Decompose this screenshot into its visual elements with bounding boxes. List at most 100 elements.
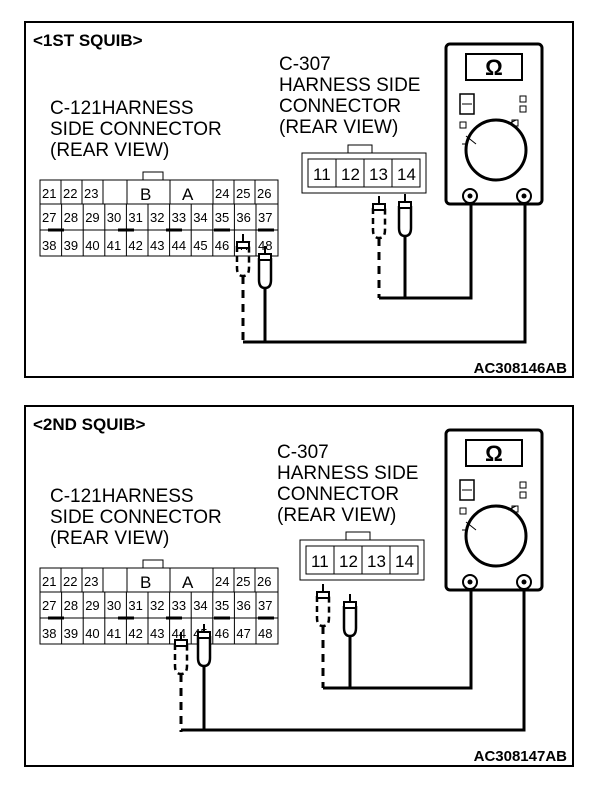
pin-11: 11 bbox=[311, 552, 329, 571]
pin-41: 41 bbox=[107, 626, 121, 641]
pin-a: A bbox=[182, 573, 194, 592]
pin-13: 13 bbox=[367, 552, 386, 571]
pin-47: 47 bbox=[236, 626, 250, 641]
probe-c307-pin12 bbox=[342, 592, 358, 638]
pin-46: 46 bbox=[215, 238, 229, 253]
c307-label-line1: C-307 bbox=[277, 442, 329, 463]
pin-29: 29 bbox=[85, 210, 99, 225]
c121-label-line1: C-121HARNESS bbox=[50, 98, 194, 119]
pin-27: 27 bbox=[42, 598, 56, 613]
pin-25: 25 bbox=[236, 186, 250, 201]
pin-46: 46 bbox=[215, 626, 229, 641]
figure-code: AC308146AB bbox=[474, 360, 568, 377]
pin-37: 37 bbox=[258, 598, 272, 613]
pin-45: 45 bbox=[193, 238, 207, 253]
pin-28: 28 bbox=[64, 210, 78, 225]
ohm-symbol: Ω bbox=[485, 55, 503, 80]
pin-21: 21 bbox=[42, 186, 56, 201]
pin-41: 41 bbox=[107, 238, 121, 253]
c307-label-line4: (REAR VIEW) bbox=[277, 505, 396, 526]
pin-32: 32 bbox=[150, 210, 164, 225]
pin-23: 23 bbox=[84, 186, 98, 201]
lead-to-meter-left bbox=[379, 202, 473, 300]
c307-label-line1: C-307 bbox=[279, 54, 331, 75]
pin-24: 24 bbox=[215, 186, 229, 201]
c121-pins: 21 22 23 B A 24 25 26 27 28 29 30 31 32 … bbox=[42, 573, 272, 641]
pin-44: 44 bbox=[172, 626, 186, 641]
c307-connector: 11 12 13 14 bbox=[299, 531, 425, 581]
pin-33: 33 bbox=[172, 210, 186, 225]
probe-c307-pin11 bbox=[315, 582, 331, 688]
pin-11: 11 bbox=[313, 165, 331, 184]
pin-31: 31 bbox=[128, 598, 142, 613]
pin-21: 21 bbox=[42, 574, 56, 589]
pin-25: 25 bbox=[236, 574, 250, 589]
c307-label-line2: HARNESS SIDE bbox=[277, 463, 418, 484]
pin-40: 40 bbox=[85, 626, 99, 641]
pin-36: 36 bbox=[236, 598, 250, 613]
c121-label-line3: (REAR VIEW) bbox=[50, 140, 169, 161]
c307-label-line3: CONNECTOR bbox=[279, 96, 401, 117]
pin-42: 42 bbox=[128, 626, 142, 641]
pin-a: A bbox=[182, 185, 194, 204]
c121-label-line2: SIDE CONNECTOR bbox=[50, 119, 222, 140]
probe-c307-pin14 bbox=[397, 192, 413, 238]
pin-22: 22 bbox=[63, 186, 77, 201]
pin-38: 38 bbox=[42, 238, 56, 253]
pin-42: 42 bbox=[128, 238, 142, 253]
pin-35: 35 bbox=[215, 210, 229, 225]
ohm-symbol: Ω bbox=[485, 441, 503, 466]
probe-c307-pin13 bbox=[371, 194, 387, 298]
panel-title: <1ST SQUIB> bbox=[33, 31, 143, 50]
pin-30: 30 bbox=[107, 598, 121, 613]
ohmmeter: Ω bbox=[444, 428, 544, 592]
panel-title: <2ND SQUIB> bbox=[33, 415, 145, 434]
ohmmeter: Ω bbox=[444, 42, 544, 206]
panel-frame bbox=[24, 405, 574, 767]
pin-34: 34 bbox=[193, 210, 207, 225]
pin-39: 39 bbox=[64, 626, 78, 641]
pin-27: 27 bbox=[42, 210, 56, 225]
pin-29: 29 bbox=[85, 598, 99, 613]
pin-28: 28 bbox=[64, 598, 78, 613]
pin-39: 39 bbox=[64, 238, 78, 253]
pin-48: 48 bbox=[258, 238, 272, 253]
pin-36: 36 bbox=[236, 210, 250, 225]
c307-label-line4: (REAR VIEW) bbox=[279, 117, 398, 138]
c121-label-line2: SIDE CONNECTOR bbox=[50, 507, 222, 528]
pin-14: 14 bbox=[397, 165, 416, 184]
probe-c121-pin33 bbox=[173, 630, 189, 732]
panel-frame bbox=[24, 21, 574, 378]
pin-44: 44 bbox=[172, 238, 186, 253]
pin-22: 22 bbox=[63, 574, 77, 589]
panel-2nd-squib: <2ND SQUIB> C-121HARNESS SIDE CONNECTOR … bbox=[24, 405, 574, 767]
pin-b: B bbox=[140, 573, 151, 592]
c121-label-line3: (REAR VIEW) bbox=[50, 528, 169, 549]
pin-12: 12 bbox=[339, 552, 358, 571]
pin-26: 26 bbox=[257, 186, 271, 201]
pin-24: 24 bbox=[215, 574, 229, 589]
pin-43: 43 bbox=[150, 238, 164, 253]
c121-label-line1: C-121HARNESS bbox=[50, 486, 194, 507]
pin-48: 48 bbox=[258, 626, 272, 641]
panel-1st-squib: <1ST SQUIB> C-121HARNESS SIDE CONNECTOR … bbox=[24, 21, 574, 378]
figure-code: AC308147AB bbox=[474, 748, 568, 765]
pin-32: 32 bbox=[150, 598, 164, 613]
pin-40: 40 bbox=[85, 238, 99, 253]
pin-b: B bbox=[140, 185, 151, 204]
pin-31: 31 bbox=[128, 210, 142, 225]
c307-label-line2: HARNESS SIDE bbox=[279, 75, 420, 96]
c307-label-line3: CONNECTOR bbox=[277, 484, 399, 505]
pin-26: 26 bbox=[257, 574, 271, 589]
lead-to-meter-left bbox=[323, 588, 473, 690]
pin-38: 38 bbox=[42, 626, 56, 641]
pin-37: 37 bbox=[258, 210, 272, 225]
pin-43: 43 bbox=[150, 626, 164, 641]
pin-23: 23 bbox=[84, 574, 98, 589]
pin-30: 30 bbox=[107, 210, 121, 225]
pin-13: 13 bbox=[369, 165, 388, 184]
pin-14: 14 bbox=[395, 552, 414, 571]
pin-34: 34 bbox=[193, 598, 207, 613]
probe-c121-pin36 bbox=[235, 232, 251, 344]
